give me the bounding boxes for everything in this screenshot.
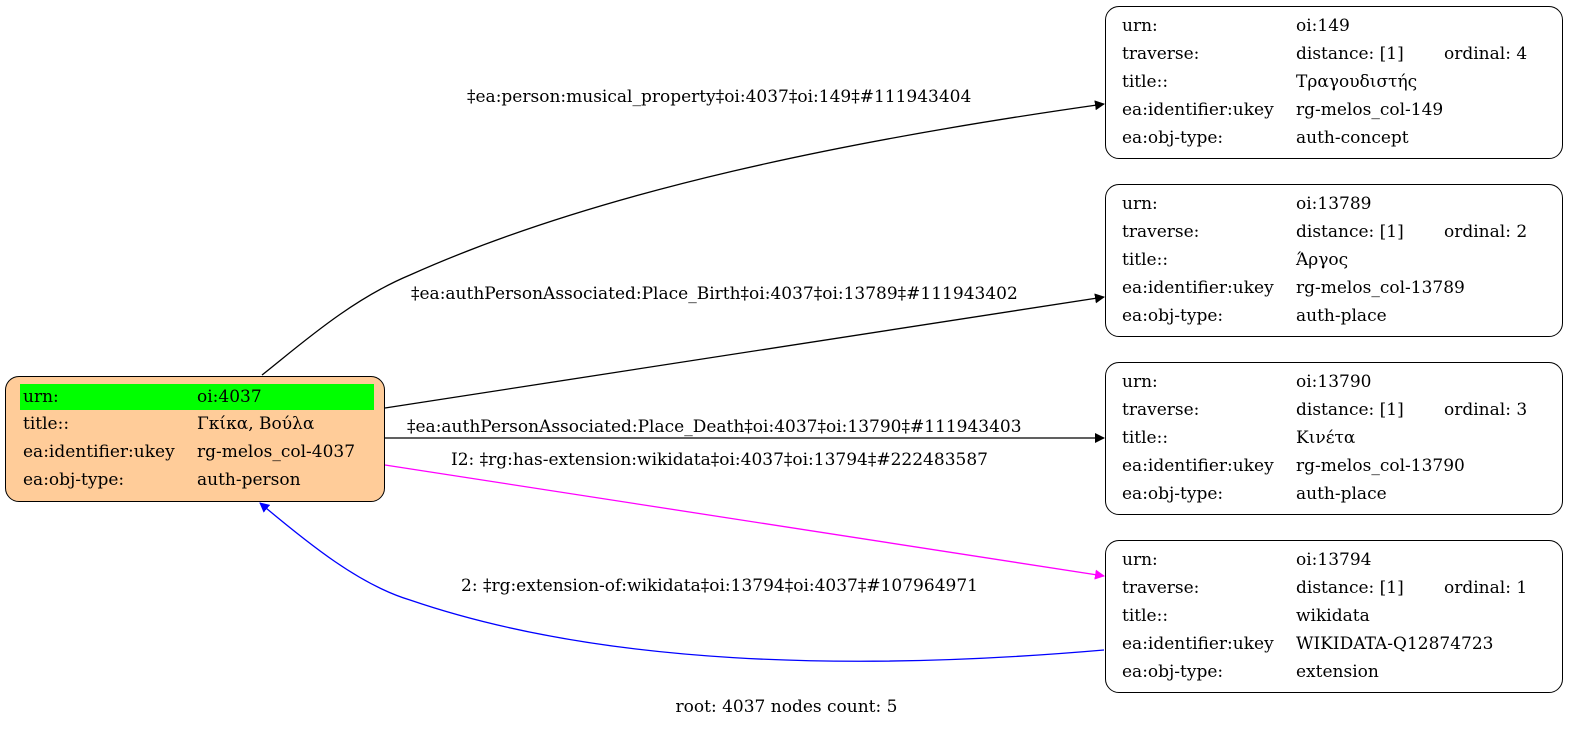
node-title-value: Κινέτα [1296, 428, 1356, 448]
node-oi-13789[interactable]: urn: oi:13789 traverse: distance: [1] or… [1105, 184, 1563, 337]
graph-footer: root: 4037 nodes count: 5 [675, 697, 898, 717]
node-type-key: ea:obj-type: [1122, 128, 1224, 148]
edge-musical-property [261, 100, 1105, 376]
root-type-value: auth-person [197, 470, 301, 490]
node-type-key: ea:obj-type: [1122, 484, 1224, 504]
edge-has-extension [384, 464, 1105, 580]
node-ordinal: ordinal: 2 [1444, 222, 1528, 242]
node-ordinal: ordinal: 4 [1444, 44, 1528, 64]
node-urn-value: oi:13790 [1296, 372, 1372, 392]
edge-extension-of [259, 502, 1105, 662]
root-node[interactable]: urn: oi:4037 title:: Γκίκα, Βούλα ea:ide… [5, 376, 385, 502]
node-ukey-value: rg-melos_col-149 [1296, 100, 1444, 120]
node-urn-value: oi:13789 [1296, 194, 1372, 214]
node-distance: distance: [1] [1296, 400, 1404, 420]
node-ukey-value: rg-melos_col-13790 [1296, 456, 1465, 476]
root-urn-key: urn: [20, 384, 194, 410]
node-title-value: wikidata [1296, 606, 1370, 626]
node-ukey-value: rg-melos_col-13789 [1296, 278, 1465, 298]
node-urn-key: urn: [1122, 550, 1158, 570]
node-ukey-key: ea:identifier:ukey [1122, 100, 1274, 120]
node-oi-149[interactable]: urn: oi:149 traverse: distance: [1] ordi… [1105, 6, 1563, 159]
node-distance: distance: [1] [1296, 578, 1404, 598]
node-title-key: title:: [1122, 428, 1169, 448]
node-urn-key: urn: [1122, 372, 1158, 392]
node-ukey-key: ea:identifier:ukey [1122, 456, 1274, 476]
edge-label-place-death: ‡ea:authPersonAssociated:Place_Death‡oi:… [407, 417, 1022, 437]
node-title-key: title:: [1122, 72, 1169, 92]
node-oi-13790[interactable]: urn: oi:13790 traverse: distance: [1] or… [1105, 362, 1563, 515]
edge-place-birth [384, 293, 1105, 409]
node-traverse-key: traverse: [1122, 44, 1200, 64]
node-title-key: title:: [1122, 606, 1169, 626]
node-type-value: auth-place [1296, 306, 1387, 326]
node-ukey-key: ea:identifier:ukey [1122, 634, 1274, 654]
root-title-value: Γκίκα, Βούλα [197, 414, 315, 434]
node-title-value: Άργος [1296, 250, 1349, 270]
node-oi-13794[interactable]: urn: oi:13794 traverse: distance: [1] or… [1105, 540, 1563, 693]
node-traverse-key: traverse: [1122, 578, 1200, 598]
node-distance: distance: [1] [1296, 222, 1404, 242]
node-ordinal: ordinal: 3 [1444, 400, 1528, 420]
node-type-key: ea:obj-type: [1122, 306, 1224, 326]
edge-label-extension-of: 2: ‡rg:extension-of:wikidata‡oi:13794‡oi… [461, 576, 978, 596]
node-urn-value: oi:149 [1296, 16, 1350, 36]
root-ukey-key: ea:identifier:ukey [23, 442, 175, 462]
root-urn-value: oi:4037 [194, 384, 374, 410]
node-traverse-key: traverse: [1122, 222, 1200, 242]
edge-label-musical-property: ‡ea:person:musical_property‡oi:4037‡oi:1… [467, 87, 972, 107]
node-traverse-key: traverse: [1122, 400, 1200, 420]
node-ordinal: ordinal: 1 [1444, 578, 1528, 598]
root-ukey-value: rg-melos_col-4037 [197, 442, 356, 462]
node-title-value: Τραγουδιστής [1296, 72, 1418, 92]
edge-label-place-birth: ‡ea:authPersonAssociated:Place_Birth‡oi:… [411, 284, 1018, 304]
node-urn-key: urn: [1122, 16, 1158, 36]
node-type-value: extension [1296, 662, 1379, 682]
node-type-value: auth-place [1296, 484, 1387, 504]
node-ukey-key: ea:identifier:ukey [1122, 278, 1274, 298]
root-type-key: ea:obj-type: [23, 470, 125, 490]
node-type-key: ea:obj-type: [1122, 662, 1224, 682]
node-ukey-value: WIKIDATA-Q12874723 [1296, 634, 1494, 654]
node-urn-value: oi:13794 [1296, 550, 1372, 570]
node-title-key: title:: [1122, 250, 1169, 270]
node-urn-key: urn: [1122, 194, 1158, 214]
node-distance: distance: [1] [1296, 44, 1404, 64]
edge-label-has-extension: I2: ‡rg:has-extension:wikidata‡oi:4037‡o… [451, 450, 988, 470]
node-type-value: auth-concept [1296, 128, 1409, 148]
root-title-key: title:: [23, 414, 70, 434]
